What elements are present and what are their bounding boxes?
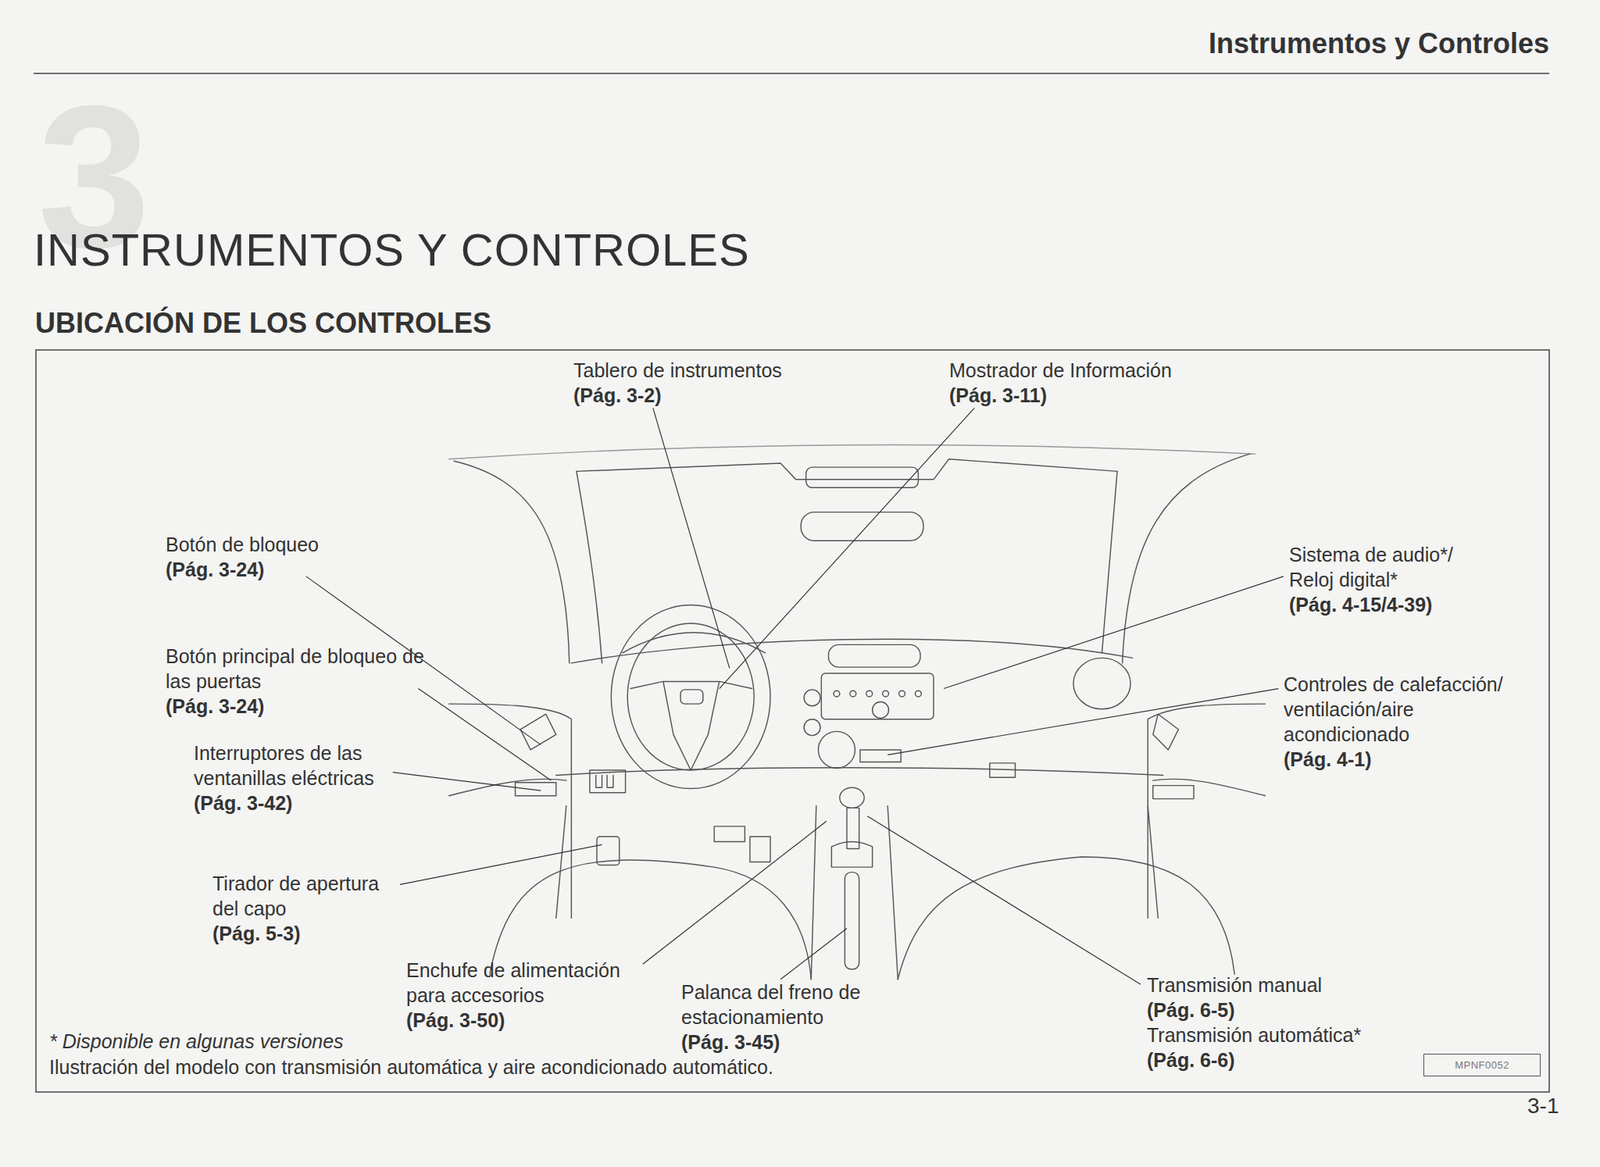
section-heading: UBICACIÓN DE LOS CONTROLES [35,306,492,340]
leader-lines [306,407,1284,985]
callout-text: Botón de bloqueo [165,532,319,558]
callout-text: Enchufe de alimentación para accesorios [406,957,633,1008]
callout-text: Controles de calefacción/ ventilación/ai… [1283,671,1526,747]
page-reference: (Pág. 6-5) [1146,997,1236,1023]
figure-frame [35,350,1550,1093]
callout-text: Botón principal de bloqueo de las puerta… [165,643,436,694]
callout-text: Transmisión manual [1146,972,1322,998]
page-number: 3-1 [1527,1093,1559,1119]
chapter-title: INSTRUMENTOS Y CONTROLES [33,222,750,278]
page-reference: (Pág. 3-2) [573,382,662,408]
page-reference: (Pág. 4-1) [1283,746,1372,772]
figure-code: MPNF0052 [1454,1059,1510,1072]
page-reference: (Pág. 3-45) [681,1029,780,1055]
callout-text: Mostrador de Información [949,357,1172,383]
callout-text: Interruptores de las ventanillas eléctri… [193,740,421,791]
callout-text: Palanca del freno de estacionamiento [681,979,886,1030]
callout-text: Transmisión automática* [1146,1022,1361,1048]
car-interior-drawing [449,445,1266,980]
figure-code-box: MPNF0052 [1423,1053,1541,1077]
header-rule [33,72,1550,75]
callout-text: Tablero de instrumentos [573,357,783,383]
callout-text: Tirador de apertura del capo [212,871,394,922]
page-reference: (Pág. 5-3) [212,921,301,947]
running-header: Instrumentos y Controles [1208,26,1550,61]
page-reference: (Pág. 3-11) [949,382,1047,408]
page-reference: (Pág. 4-15/4-39) [1289,592,1433,618]
footnote: * Disponible en algunas versiones [49,1028,344,1054]
page-reference: (Pág. 6-6) [1146,1047,1236,1073]
page-reference: (Pág. 3-24) [165,693,265,719]
page-reference: (Pág. 3-42) [193,790,293,816]
page-reference: (Pág. 3-24) [165,557,265,583]
figure-caption: Ilustración del modelo con transmisión a… [49,1054,774,1080]
page-reference: (Pág. 3-50) [406,1007,505,1033]
callout-text: Sistema de audio*/ Reloj digital* [1289,542,1477,593]
